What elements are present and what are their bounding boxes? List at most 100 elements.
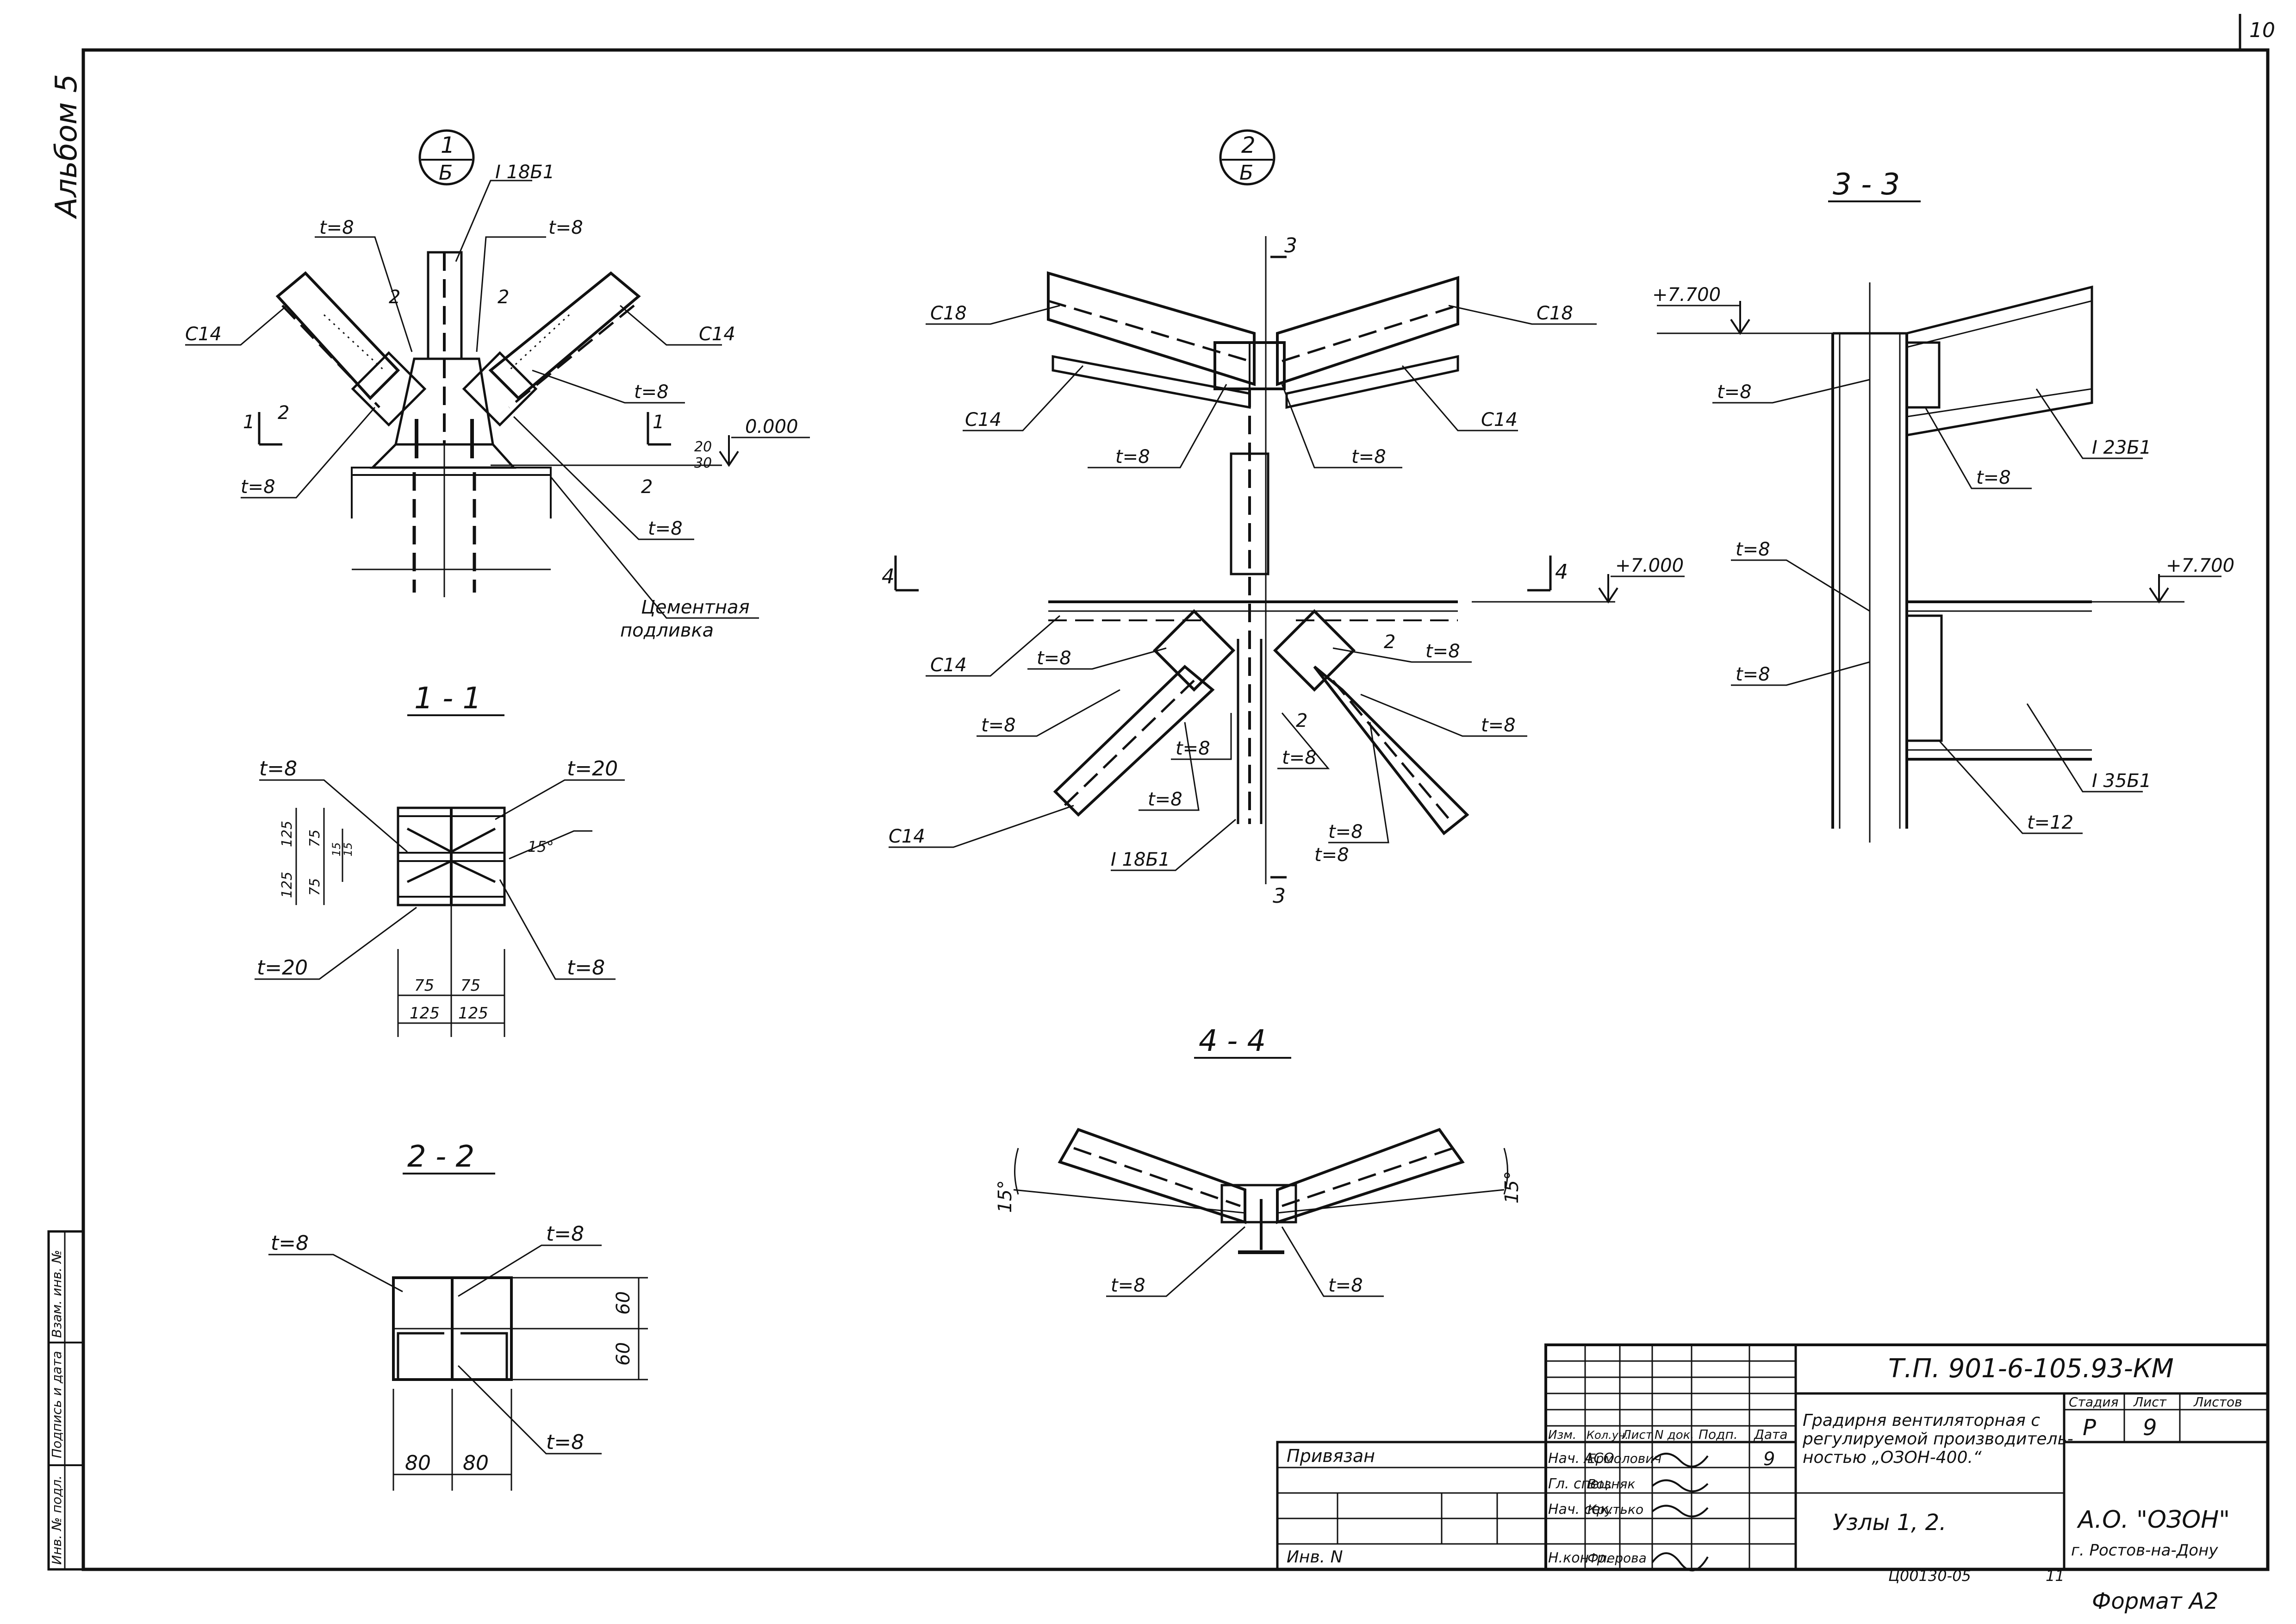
section-4-4-angle-left: 15°	[995, 1180, 1016, 1213]
node-2-label-t8-c: t=8	[1037, 648, 1071, 669]
node-2-label-column: I 18Б1	[1111, 849, 1170, 870]
section-3-3-level-top: +7.700	[1652, 284, 1721, 306]
node-2-label-t8-f: t=8	[1481, 715, 1516, 736]
tb-col-izm: Изм.	[1548, 1428, 1576, 1442]
tb-date-mark: 9	[1763, 1449, 1775, 1470]
section-2-2-dim-80b: 80	[463, 1451, 489, 1475]
tb-name-4: Флерова	[1587, 1550, 1647, 1566]
node-2-label-c14-left: С14	[965, 409, 1002, 431]
tb-role-4: Н.контр.	[1548, 1550, 1610, 1566]
section-1-1-dim-15b: 15	[342, 842, 355, 856]
section-1-1-title: 1 - 1	[414, 681, 481, 716]
page-number: 10	[2249, 19, 2275, 42]
node-2-label-t8-a: t=8	[1115, 446, 1150, 468]
node-2-label-t8-j: t=8	[1328, 821, 1363, 843]
section-1-1-label-t8-top: t=8	[259, 757, 297, 781]
tb-stage-header: Стадия	[2069, 1394, 2118, 1410]
sheet-frame	[81, 48, 2270, 1571]
tb-role-2: Гл. спец.	[1548, 1476, 1612, 1492]
section-1-1-label-t8-bottom: t=8	[567, 956, 605, 980]
tb-desc-line-3: ностью „ОЗОН-400.“	[1803, 1448, 1982, 1467]
tb-role-1: Нач. АСО	[1548, 1450, 1614, 1467]
section-2-2-dim-60a: 60	[613, 1291, 634, 1315]
node-2-label-c18-right: С18	[1537, 303, 1573, 324]
signature-3	[1651, 1505, 1709, 1518]
tb-stage: Р	[2083, 1415, 2096, 1441]
section-4-4-label-t8-left: t=8	[1111, 1275, 1145, 1296]
section-3-3-label-t8-b: t=8	[1976, 467, 2011, 488]
signature-2	[1651, 1479, 1709, 1493]
section-1-1-dim-15a: 15	[330, 842, 343, 856]
node-1-label-grout-2: подливка	[620, 620, 714, 641]
section-4-4-angle-right: 15°	[1501, 1171, 1523, 1204]
section-3-3-label-beam-top: I 23Б1	[2092, 437, 2151, 458]
section-1-1-angle: 15°	[528, 838, 554, 856]
node-2-label-t8-b: t=8	[1351, 446, 1386, 468]
tb-col-ndok: N док.	[1655, 1428, 1694, 1442]
node-1-callout-top: 1	[441, 132, 455, 158]
section-1-1-dim-75c: 75	[414, 976, 434, 995]
node-2-cut-3-top: 3	[1284, 234, 1297, 257]
node-1-callout	[418, 129, 475, 186]
tb-name-1: Ермолович	[1587, 1451, 1661, 1466]
section-1-1-label-t20-top: t=20	[567, 757, 618, 781]
node-1-label-t8-right: t=8	[548, 217, 583, 238]
section-2-2: 2 - 2 t=8 t=8 t=8 60 60 80 80	[268, 1140, 648, 1491]
section-4-4: 4 - 4 15° 15° t=8 t=8	[995, 1024, 1523, 1297]
node-2-view: 2 Б 3 3	[882, 129, 1685, 908]
node-2-cut-3-bottom: 3	[1273, 884, 1286, 908]
section-3-3-label-t8-a: t=8	[1717, 381, 1752, 403]
node-2-label-t8-g: t=8	[1176, 738, 1210, 759]
node-1-callout-bottom: Б	[439, 161, 453, 185]
tb-role-3: Нач. сек.	[1548, 1501, 1613, 1518]
node-1-label-column: I 18Б1	[495, 162, 554, 183]
section-3-3-title: 3 - 3	[1833, 168, 1900, 202]
node-2-label-t8-e: t=8	[981, 715, 1016, 736]
section-3-3: 3 - 3	[1652, 168, 2234, 843]
tb-name-2: Возняк	[1587, 1476, 1635, 1492]
tb-name-3: Крутько	[1587, 1502, 1643, 1517]
section-3-3-label-t12: t=12	[2027, 812, 2073, 833]
node-2-mark-2b: 2	[1296, 710, 1307, 731]
node-2-label-t8-k: t=8	[1314, 844, 1349, 866]
node-2-label-t8-i: t=8	[1148, 789, 1182, 810]
sidebar-field-3: Взам. инв. №	[49, 1250, 64, 1338]
node-1-label-t8-left: t=8	[319, 217, 354, 238]
section-3-3-level-bottom: +7.700	[2166, 555, 2234, 576]
node-1-view: 1 Б	[185, 129, 810, 641]
node-1-label-t8-gusset: t=8	[634, 381, 669, 403]
section-1-1-dim-75b: 75	[307, 878, 323, 896]
tb-doc-code: Т.П. 901-6-105.93-КМ	[1888, 1354, 2174, 1384]
section-1-1-label-t20-bottom: t=20	[257, 956, 308, 980]
node-1-mark-2d: 2	[498, 287, 509, 308]
section-3-3-label-beam-bottom: I 35Б1	[2092, 770, 2151, 792]
tb-col-list: Лист	[1622, 1428, 1653, 1442]
node-2-label-c18-left: С18	[930, 303, 967, 324]
tb-sheet-header: Лист	[2133, 1394, 2167, 1410]
node-1-label-t8-bottom-left: t=8	[241, 476, 275, 498]
section-4-4-label-t8-right: t=8	[1328, 1275, 1363, 1296]
node-2-label-c14-mid: С14	[930, 655, 967, 676]
section-2-2-label-t8-right: t=8	[546, 1222, 584, 1246]
section-1-1-dim-125b: 125	[279, 872, 295, 898]
album-label: Альбом 5	[50, 74, 84, 219]
node-1-dim-30: 30	[694, 455, 712, 471]
section-3-3-label-t8-c: t=8	[1736, 539, 1770, 560]
tb-inv: Инв. N	[1287, 1548, 1343, 1567]
node-2-label-t8-h: t=8	[1282, 747, 1317, 768]
section-1-1-dim-75d: 75	[460, 976, 480, 995]
node-2-callout-top: 2	[1241, 132, 1256, 158]
node-2-cut-4-right: 4	[1555, 560, 1568, 584]
node-1-mark-2a: 2	[278, 402, 289, 424]
node-1-mark-1a: 1	[243, 412, 255, 433]
section-1-1-dim-125d: 125	[458, 1004, 488, 1023]
sidebar-stamp: Инв. № подл. Подпись и дата Взам. инв. №	[47, 1230, 85, 1571]
tb-col-kol: Кол.уч.	[1587, 1429, 1629, 1442]
tb-privyazan: Привязан	[1287, 1446, 1375, 1466]
sidebar-field-2: Подпись и дата	[49, 1351, 64, 1458]
node-2-label-c14-lower: С14	[889, 826, 925, 847]
section-2-2-dim-80a: 80	[405, 1451, 431, 1475]
tb-org-name: А.О. "ОЗОН"	[2077, 1506, 2230, 1534]
